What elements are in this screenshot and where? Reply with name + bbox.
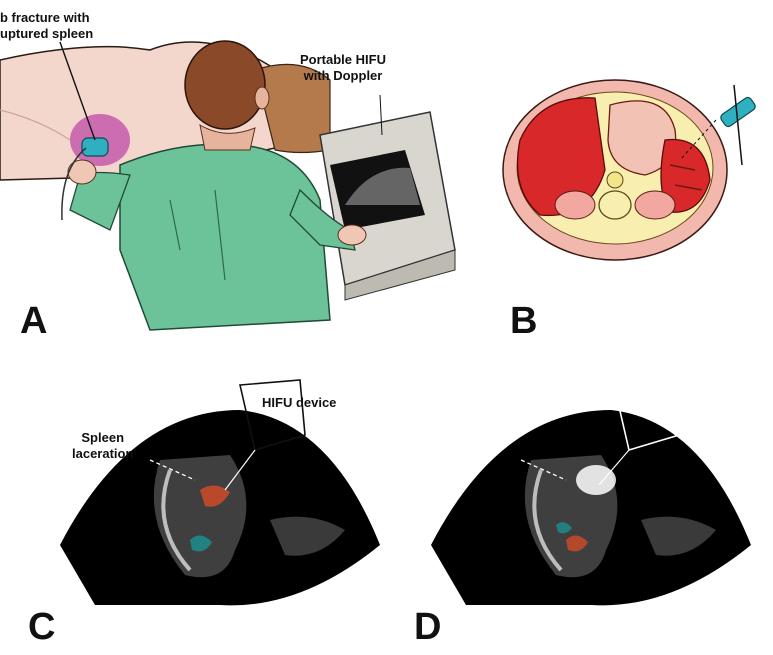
panel-letter-d: D: [414, 608, 441, 646]
callout-device-line1: Portable HIFU: [300, 52, 386, 68]
vertebra: [599, 191, 631, 219]
panel-c-ultrasound: HIFU device Spleen laceration C: [0, 350, 386, 655]
callout-lesion-line1: Spleen: [72, 430, 133, 446]
panel-letter-a: A: [20, 302, 47, 340]
callout-injury-line2: uptured spleen: [0, 26, 93, 42]
callout-device: Portable HIFU with Doppler: [300, 52, 386, 84]
panel-letter-b: B: [510, 302, 537, 340]
panel-b-illustration: B: [480, 0, 773, 350]
clinician-scrubs: [120, 144, 330, 330]
hifu-probe: [82, 138, 108, 156]
callout-hifu-device: HIFU device: [262, 395, 336, 411]
abdominal-cross-section: [480, 0, 773, 350]
treated-region: [576, 465, 616, 495]
panel-letter-c: C: [28, 608, 55, 646]
callout-injury-line1: b fracture with: [0, 10, 93, 26]
hifu-procedure-illustration: [0, 0, 470, 350]
panel-d-ultrasound: D: [386, 350, 773, 655]
callout-injury: b fracture with uptured spleen: [0, 10, 93, 42]
panel-a-illustration: b fracture with uptured spleen Portable …: [0, 0, 470, 350]
callout-lesion-line2: laceration: [72, 446, 133, 462]
ultrasound-image-d: [386, 350, 773, 655]
clinician-head: [185, 41, 265, 129]
callout-lesion: Spleen laceration: [72, 430, 133, 462]
callout-device-line2: with Doppler: [300, 68, 386, 84]
